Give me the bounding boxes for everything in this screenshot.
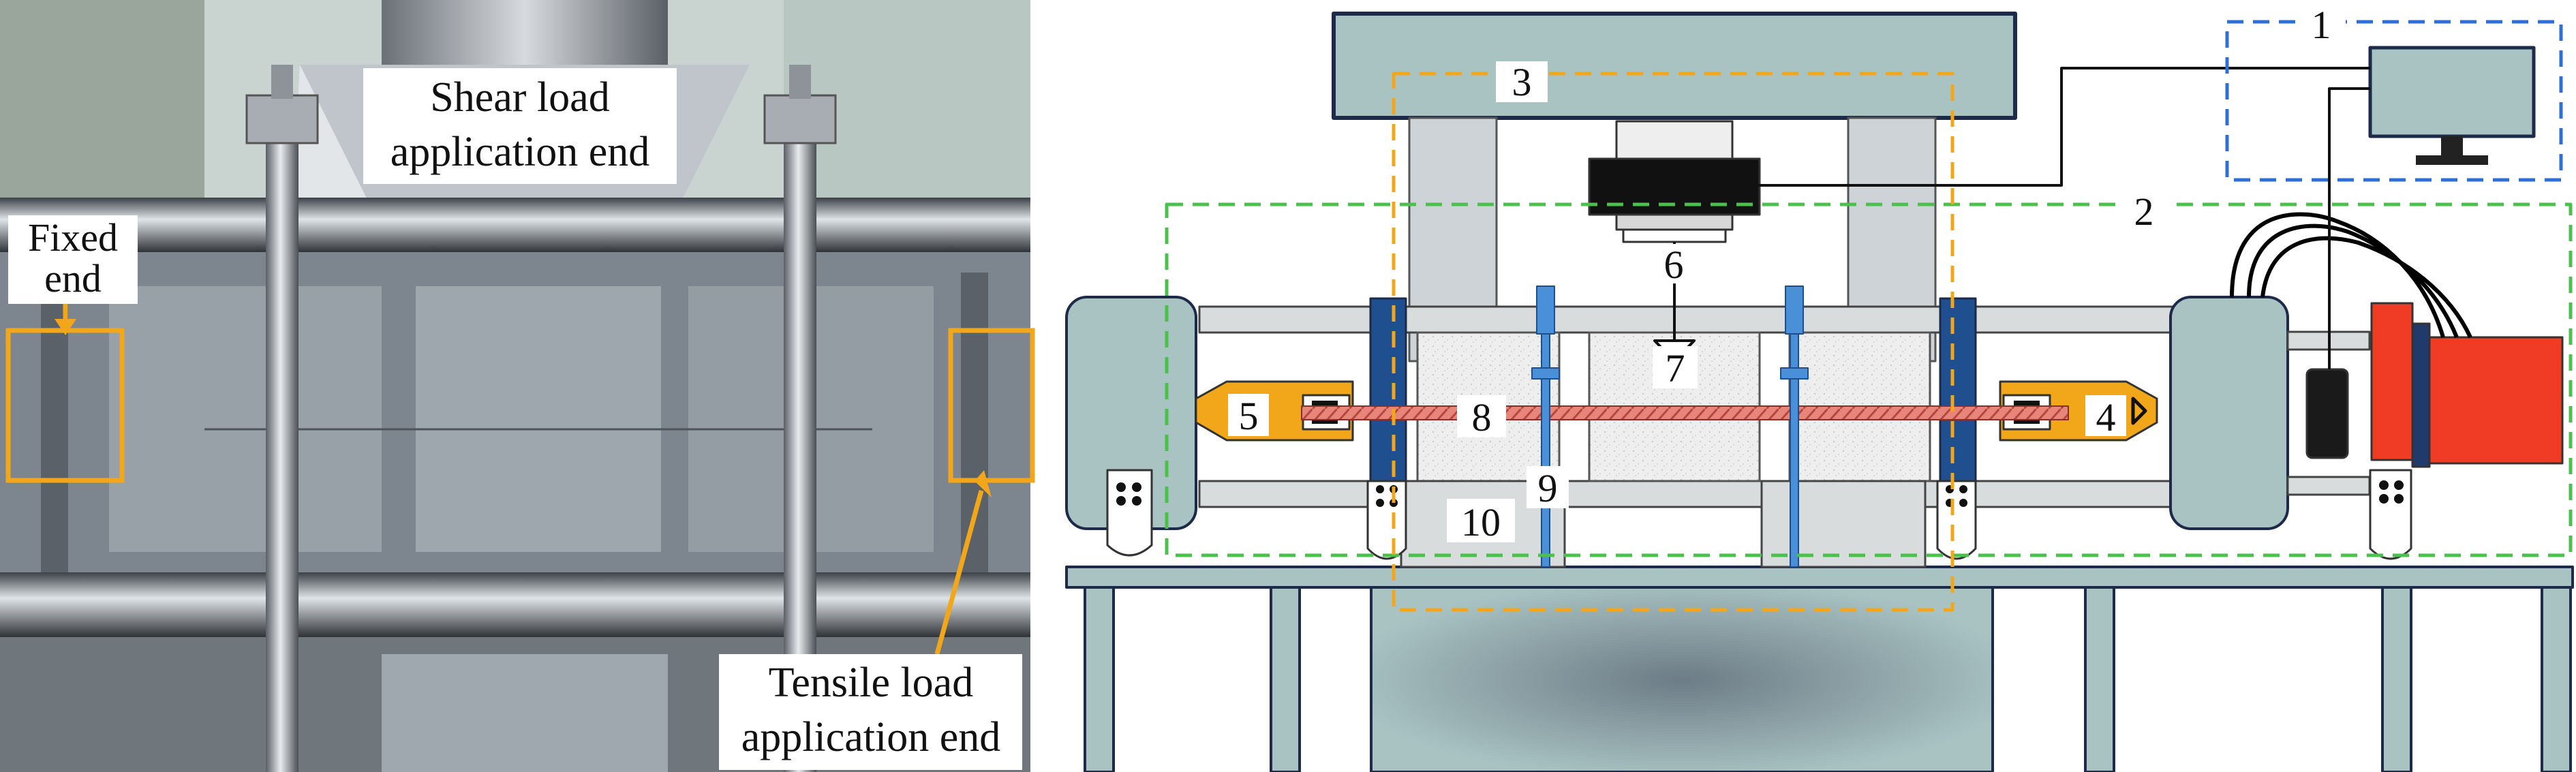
tensile-end-arrow-icon: [975, 470, 992, 497]
callout-9: 9: [1538, 466, 1558, 510]
shear-platen: [382, 0, 668, 65]
tensile-actuator: [2230, 212, 2564, 468]
clamp-tab-3: [1936, 480, 1977, 560]
shear-label-line2: application end: [390, 129, 649, 175]
support-table: [1065, 566, 2574, 772]
shear-actuator: [1588, 120, 1761, 243]
clamp-tab-1: [1106, 469, 1153, 557]
schematic: 1 2 3 4 5 6 7 8 9 10: [1065, 3, 2574, 772]
data-cable-2: [2328, 87, 2370, 369]
callout-3: 3: [1512, 60, 1532, 104]
fixed-label-line2: end: [44, 256, 102, 300]
left-clamp-plate: [1369, 297, 1407, 491]
fixed-label-line1: Fixed: [28, 215, 118, 260]
data-cable-1: [1757, 67, 2370, 187]
test-rig-photo: Shear load application end Fixed end Ten…: [0, 0, 1035, 772]
clamp-tab-2: [1366, 480, 1407, 560]
callout-6: 6: [1664, 243, 1684, 287]
callout-4: 4: [2096, 395, 2116, 439]
bolt-right: [1780, 285, 1809, 568]
bolt-left: [1531, 285, 1560, 568]
callout-1: 1: [2312, 3, 2331, 47]
computer-monitor: [2368, 46, 2536, 165]
callout-7: 7: [1666, 346, 1685, 390]
shear-label-line1: Shear load: [430, 74, 609, 121]
group-box-1: [2225, 20, 2563, 182]
callout-8: 8: [1472, 395, 1492, 439]
callout-2: 2: [2134, 189, 2154, 234]
tensile-label-line1: Tensile load: [769, 660, 973, 706]
right-clamp-plate: [1939, 297, 1977, 491]
tensile-label-line2: application end: [741, 714, 1000, 760]
group-box-2: [1165, 202, 2573, 557]
callout-10: 10: [1461, 500, 1501, 544]
table-base-block: [1370, 586, 1994, 772]
callout-5: 5: [1239, 394, 1259, 438]
right-reaction-block: [2169, 296, 2289, 530]
clamp-tab-4: [2369, 469, 2412, 560]
tensile-end-highlight: [948, 328, 1035, 483]
loading-frame-top: [1332, 12, 2017, 120]
group-box-3: [1392, 72, 1954, 612]
fixed-end-arrow-icon: [55, 319, 76, 335]
